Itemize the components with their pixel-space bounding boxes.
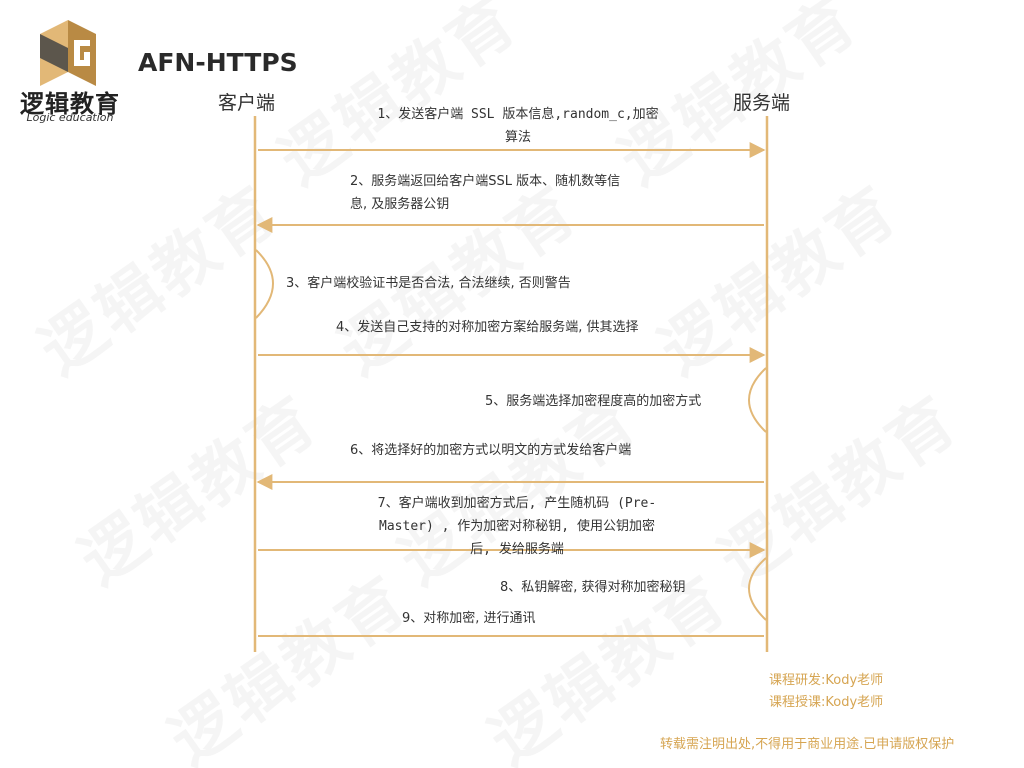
message-step-5-line-1: 5、服务端选择加密程度高的加密方式 [485, 394, 702, 409]
message-step-7: 7、客户端收到加密方式后, 产生随机码 (Pre- Master) , 作为加密… [356, 492, 678, 561]
message-step-6: 6、将选择好的加密方式以明文的方式发给客户端 [350, 439, 631, 462]
message-step-4: 4、发送自己支持的对称加密方案给服务端, 供其选择 [336, 316, 639, 339]
message-step-1: 1、发送客户端 SSL 版本信息,random_c,加密 算法 [350, 103, 686, 149]
message-step-2-line-1: 2、服务端返回给客户端SSL 版本、随机数等信 [350, 174, 621, 189]
message-step-2: 2、服务端返回给客户端SSL 版本、随机数等信 息, 及服务器公钥 [350, 170, 620, 216]
page-title: AFN-HTTPS [138, 48, 298, 77]
actor-server-label: 服务端 [733, 92, 791, 114]
logo-icon [40, 20, 96, 86]
message-step-9: 9、对称加密, 进行通讯 [402, 607, 536, 630]
message-step-3: 3、客户端校验证书是否合法, 合法继续, 否则警告 [286, 272, 571, 295]
logo-name-cn: 逻辑教育 [20, 90, 120, 118]
message-step-8-line-1: 8、私钥解密, 获得对称加密秘钥 [500, 580, 686, 595]
credit-research: 课程研发:Kody老师 [769, 673, 884, 688]
message-step-1-line-1: 1、发送客户端 SSL 版本信息,random_c,加密 [377, 107, 659, 122]
message-step-1-line-2: 算法 [504, 130, 531, 145]
logo-name-en: Logic education [26, 111, 114, 124]
message-step-4-line-1: 4、发送自己支持的对称加密方案给服务端, 供其选择 [336, 320, 639, 335]
self-arc-step-8 [748, 557, 767, 621]
message-step-3-line-1: 3、客户端校验证书是否合法, 合法继续, 否则警告 [286, 276, 571, 291]
message-step-7-line-1: 7、客户端收到加密方式后, 产生随机码 (Pre- [377, 496, 657, 511]
actor-client-label: 客户端 [218, 92, 276, 114]
credit-teaching: 课程授课:Kody老师 [769, 695, 884, 710]
message-step-5: 5、服务端选择加密程度高的加密方式 [485, 390, 701, 413]
message-step-7-line-2: Master) , 作为加密对称秘钥, 使用公钥加密 [379, 519, 655, 534]
message-step-2-line-2: 息, 及服务器公钥 [350, 197, 450, 212]
message-step-6-line-1: 6、将选择好的加密方式以明文的方式发给客户端 [350, 443, 632, 458]
self-arc-step-5 [748, 367, 767, 433]
copyright-footer: 转载需注明出处,不得用于商业用途.已申请版权保护 [660, 737, 955, 752]
message-step-7-line-3: 后, 发给服务端 [470, 542, 564, 557]
self-arc-step-3 [255, 249, 274, 319]
message-step-8: 8、私钥解密, 获得对称加密秘钥 [500, 576, 686, 599]
message-step-9-line-1: 9、对称加密, 进行通讯 [402, 611, 536, 626]
